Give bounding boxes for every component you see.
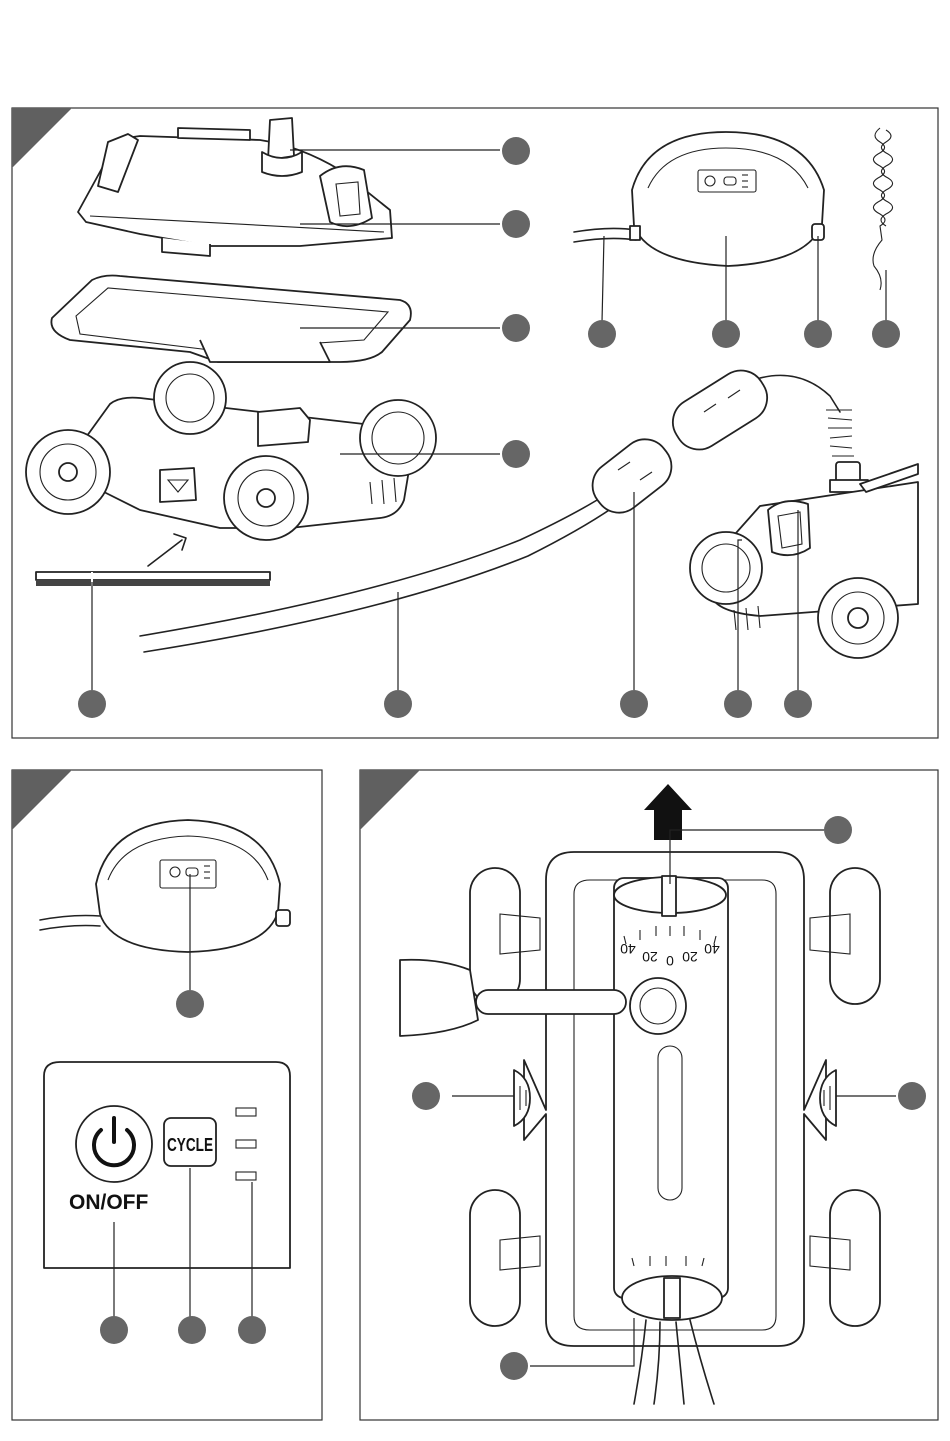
power-button xyxy=(76,1106,152,1182)
power-button-label: ON/OFF xyxy=(69,1191,148,1214)
callout-marker xyxy=(500,1352,528,1380)
figure-2-corner-marker xyxy=(12,770,72,830)
robot-side-view xyxy=(690,464,918,658)
depth-scale-tick: 40 xyxy=(704,941,720,957)
callout-marker xyxy=(872,320,900,348)
callout-marker xyxy=(412,1082,440,1110)
filter-tray xyxy=(51,276,411,363)
callout-marker xyxy=(78,690,106,718)
callout-marker xyxy=(176,990,204,1018)
callout-marker xyxy=(712,320,740,348)
callout-marker xyxy=(620,690,648,718)
figure-1-parts-overview xyxy=(12,108,938,738)
figure-3-top-view: 40 20 0 20 40 xyxy=(360,770,938,1420)
callout-marker xyxy=(238,1316,266,1344)
figure-3-corner-marker xyxy=(360,770,420,830)
spiral-cord-accessory xyxy=(873,128,893,290)
callout-marker xyxy=(178,1316,206,1344)
callout-marker xyxy=(784,690,812,718)
callout-marker xyxy=(502,440,530,468)
depth-scale-tick: 20 xyxy=(682,949,698,965)
callout-marker xyxy=(588,320,616,348)
figure-2-control-panel: ON/OFF CYCLE xyxy=(12,770,322,1420)
callout-marker xyxy=(804,320,832,348)
depth-scale-tick: 20 xyxy=(642,949,658,965)
top-cover xyxy=(78,118,392,256)
power-supply-small xyxy=(40,820,290,1018)
callout-marker xyxy=(898,1082,926,1110)
power-supply-unit xyxy=(574,132,824,266)
cycle-button-label: CYCLE xyxy=(167,1135,213,1155)
callout-marker xyxy=(724,690,752,718)
callout-marker xyxy=(502,137,530,165)
callout-marker xyxy=(502,314,530,342)
callout-marker xyxy=(100,1316,128,1344)
cycle-button: CYCLE xyxy=(164,1118,216,1166)
depth-scale-tick: 0 xyxy=(666,953,674,969)
robot-chassis xyxy=(26,362,436,566)
callout-marker xyxy=(824,816,852,844)
robot-top-view xyxy=(400,852,880,1404)
callout-marker xyxy=(502,210,530,238)
callout-marker xyxy=(384,690,412,718)
direction-arrow-icon xyxy=(644,784,692,840)
depth-scale-tick: 40 xyxy=(620,941,636,957)
figure-1-corner-marker xyxy=(12,108,72,168)
brush-strip xyxy=(36,572,270,586)
control-panel-enlarged: ON/OFF CYCLE xyxy=(44,1062,290,1344)
